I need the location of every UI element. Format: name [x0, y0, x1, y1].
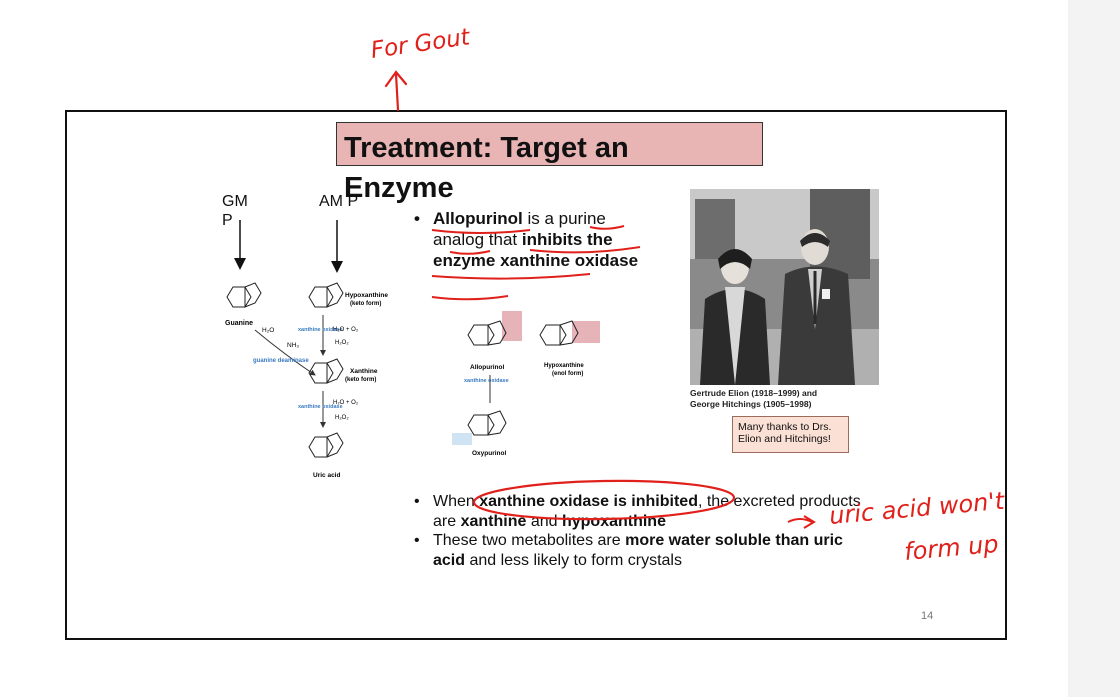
elion-hitchings-photo: [690, 189, 879, 385]
h2o-o2-label-2: H₂O + O₂: [333, 400, 359, 406]
hypoxanthine-label: Hypoxanthine: [345, 292, 388, 299]
nh3-label: NH₃: [287, 342, 299, 349]
bullet2-emphasis-2: xanthine: [460, 512, 527, 530]
oxypurinol-structure: [467, 410, 507, 436]
xanthine-structure: [308, 358, 344, 384]
bullet-dot: •: [414, 209, 420, 228]
allopurinol-label: Allopurinol: [470, 364, 504, 371]
guanine-structure: [226, 282, 262, 308]
allopurinol-structure: [467, 320, 507, 346]
bullet2-text-1: When: [433, 493, 480, 510]
guanine-deaminase-label: guanine deaminase: [253, 358, 309, 364]
hypoxanthine-structure: [308, 282, 344, 308]
amp-label: AM P: [319, 193, 359, 210]
mid-xanthine-oxidase-label: xanthine oxidase: [464, 378, 509, 384]
xanthine-keto-label: (keto form): [345, 377, 376, 383]
oxypurinol-label: Oxypurinol: [472, 450, 507, 457]
bullet-dot: •: [414, 493, 420, 510]
xanthine-label: Xanthine: [350, 368, 378, 375]
gmp-label: GM P: [222, 193, 248, 229]
bullet3-emphasis: more water soluble than uric acid: [433, 532, 843, 569]
title-box: [336, 122, 763, 166]
allopurinol-structures-diagram: Allopurinol Hypoxanthine (enol form) xan…: [452, 311, 600, 457]
h2o-label: H₂O: [262, 327, 274, 334]
bullet1-text: is a purine analog that: [433, 209, 606, 249]
photo-caption-line-2: George Hitchings (1905–1998): [690, 399, 812, 409]
bullet-xanthine-oxidase: • When xanthine oxidase is inhibited, th…: [414, 492, 874, 531]
xanthine-oxidase-label-1: xanthine oxidase: [298, 327, 343, 333]
hypoxanthine-enol-label: Hypoxanthine: [544, 363, 584, 369]
hypoxanthine-enol-structure: [539, 320, 579, 346]
bullet2-text-3: and: [526, 512, 562, 530]
guanine-label: Guanine: [225, 320, 253, 327]
bullet2-emphasis-3: hypoxanthine: [561, 512, 666, 530]
thanks-note: Many thanks to Drs. Elion and Hitchings!: [732, 416, 849, 453]
xanthine-oxidase-label-2: xanthine oxidase: [298, 404, 343, 410]
uric-acid-structure: [308, 432, 344, 458]
enol-form-label: (enol form): [552, 371, 583, 377]
uric-acid-label: Uric acid: [313, 472, 340, 479]
bullet-dot: •: [414, 532, 420, 549]
h2o2-label-2: H₂O₂: [335, 415, 349, 421]
photo-caption-line-1: Gertrude Elion (1918–1999) and: [690, 388, 818, 398]
slide-title: Treatment: Target an Enzyme: [344, 132, 629, 204]
bullet-list-lower: • When xanthine oxidase is inhibited, th…: [414, 492, 874, 570]
bullet3-text-2: and less likely to form crystals: [465, 551, 682, 569]
allopurinol-highlight: [502, 311, 522, 341]
allopurinol-term: Allopurinol: [433, 209, 523, 228]
hypoxanthine-keto-label: (keto form): [350, 301, 381, 307]
page-number: 14: [921, 610, 934, 622]
hypoxanthine-highlight: [572, 321, 600, 343]
bullet-allopurinol: • Allopurinol is a purine analog that in…: [414, 208, 654, 271]
right-scroll-gutter: [1068, 0, 1120, 697]
bullet1-emphasis: inhibits the enzyme xanthine oxidase: [433, 230, 639, 270]
h2o2-label-1: H₂O₂: [335, 340, 349, 346]
bullet2-emphasis-1: xanthine oxidase is inhibited: [479, 493, 698, 510]
bullet2-text-2: , the excreted products are: [433, 493, 861, 530]
h2o-o2-label-1: H₂O + O₂: [333, 327, 359, 333]
purine-degradation-diagram: Guanine H₂O NH₃ guanine deaminase Hypoxa…: [225, 220, 388, 479]
photo-caption: Gertrude Elion (1918–1999) and George Hi…: [690, 388, 890, 410]
oxypurinol-highlight: [452, 433, 472, 445]
for-gout-annotation: For Gout: [369, 24, 472, 64]
arrow-up-annotation: [384, 70, 408, 112]
bullet-metabolites: • These two metabolites are more water s…: [414, 531, 874, 570]
bullet3-text-1: These two metabolites are: [433, 532, 626, 549]
